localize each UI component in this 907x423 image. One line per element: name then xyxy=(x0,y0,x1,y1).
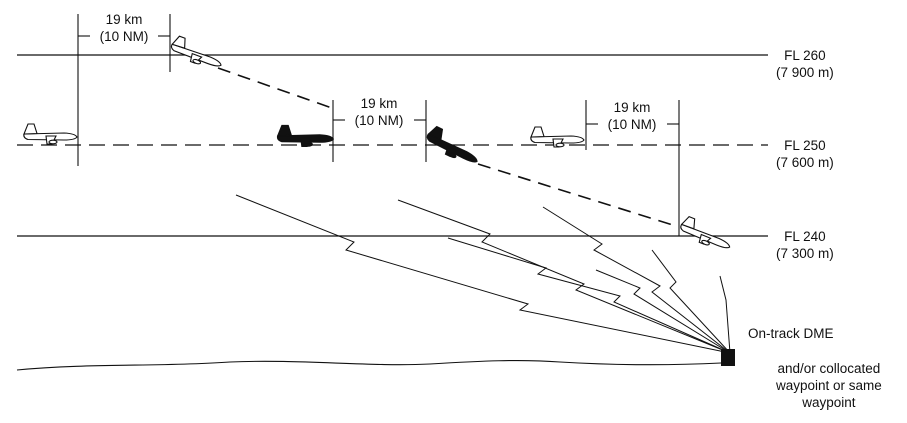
fl240-metric: (7 300 m) xyxy=(776,246,834,261)
aircraft-fl240-descending xyxy=(677,214,736,255)
separation-label-2: 19 km (10 NM) xyxy=(355,95,404,129)
aircraft-fl260-descending xyxy=(168,34,227,73)
separation-marker-1 xyxy=(77,14,171,166)
separation-marker-2 xyxy=(332,100,427,162)
dme-station-box xyxy=(721,349,735,366)
waypoint-line-3: waypoint xyxy=(802,395,856,410)
dme-label-text: On-track DME xyxy=(748,326,834,341)
dme-signal-rays xyxy=(235,194,731,354)
separation-1-nm: (10 NM) xyxy=(99,29,149,44)
aircraft-fl250-right xyxy=(530,126,585,148)
separation-label-3: 19 km (10 NM) xyxy=(608,99,657,133)
fl240-name: FL 240 xyxy=(784,229,826,244)
fl240-label: FL 240 (7 300 m) xyxy=(776,228,834,262)
fl260-name: FL 260 xyxy=(784,48,826,63)
separation-label-1: 19 km (10 NM) xyxy=(100,11,149,45)
separation-2-nm: (10 NM) xyxy=(354,113,404,128)
fl250-metric: (7 600 m) xyxy=(776,155,834,170)
aircraft-descending-black xyxy=(423,124,484,169)
separation-1-km: 19 km xyxy=(105,12,143,27)
fl250-label: FL 250 (7 600 m) xyxy=(776,137,834,171)
descent-track-upper xyxy=(217,67,333,109)
separation-3-nm: (10 NM) xyxy=(607,117,657,132)
separation-2-km: 19 km xyxy=(360,96,398,111)
fl260-metric: (7 900 m) xyxy=(776,65,834,80)
ground-line xyxy=(16,359,722,371)
waypoint-line-2: waypoint or same xyxy=(776,378,882,393)
separation-marker-3 xyxy=(585,100,680,236)
fl260-label: FL 260 (7 900 m) xyxy=(776,47,834,81)
waypoint-label: and/or collocated waypoint or same waypo… xyxy=(776,360,882,411)
aircraft-fl250-left xyxy=(23,123,78,145)
aircraft-fl250-black xyxy=(276,124,334,147)
descent-track-lower xyxy=(477,163,677,227)
separation-3-km: 19 km xyxy=(613,100,651,115)
dme-label: On-track DME xyxy=(748,325,834,342)
waypoint-line-1: and/or collocated xyxy=(777,361,881,376)
fl250-name: FL 250 xyxy=(784,138,826,153)
